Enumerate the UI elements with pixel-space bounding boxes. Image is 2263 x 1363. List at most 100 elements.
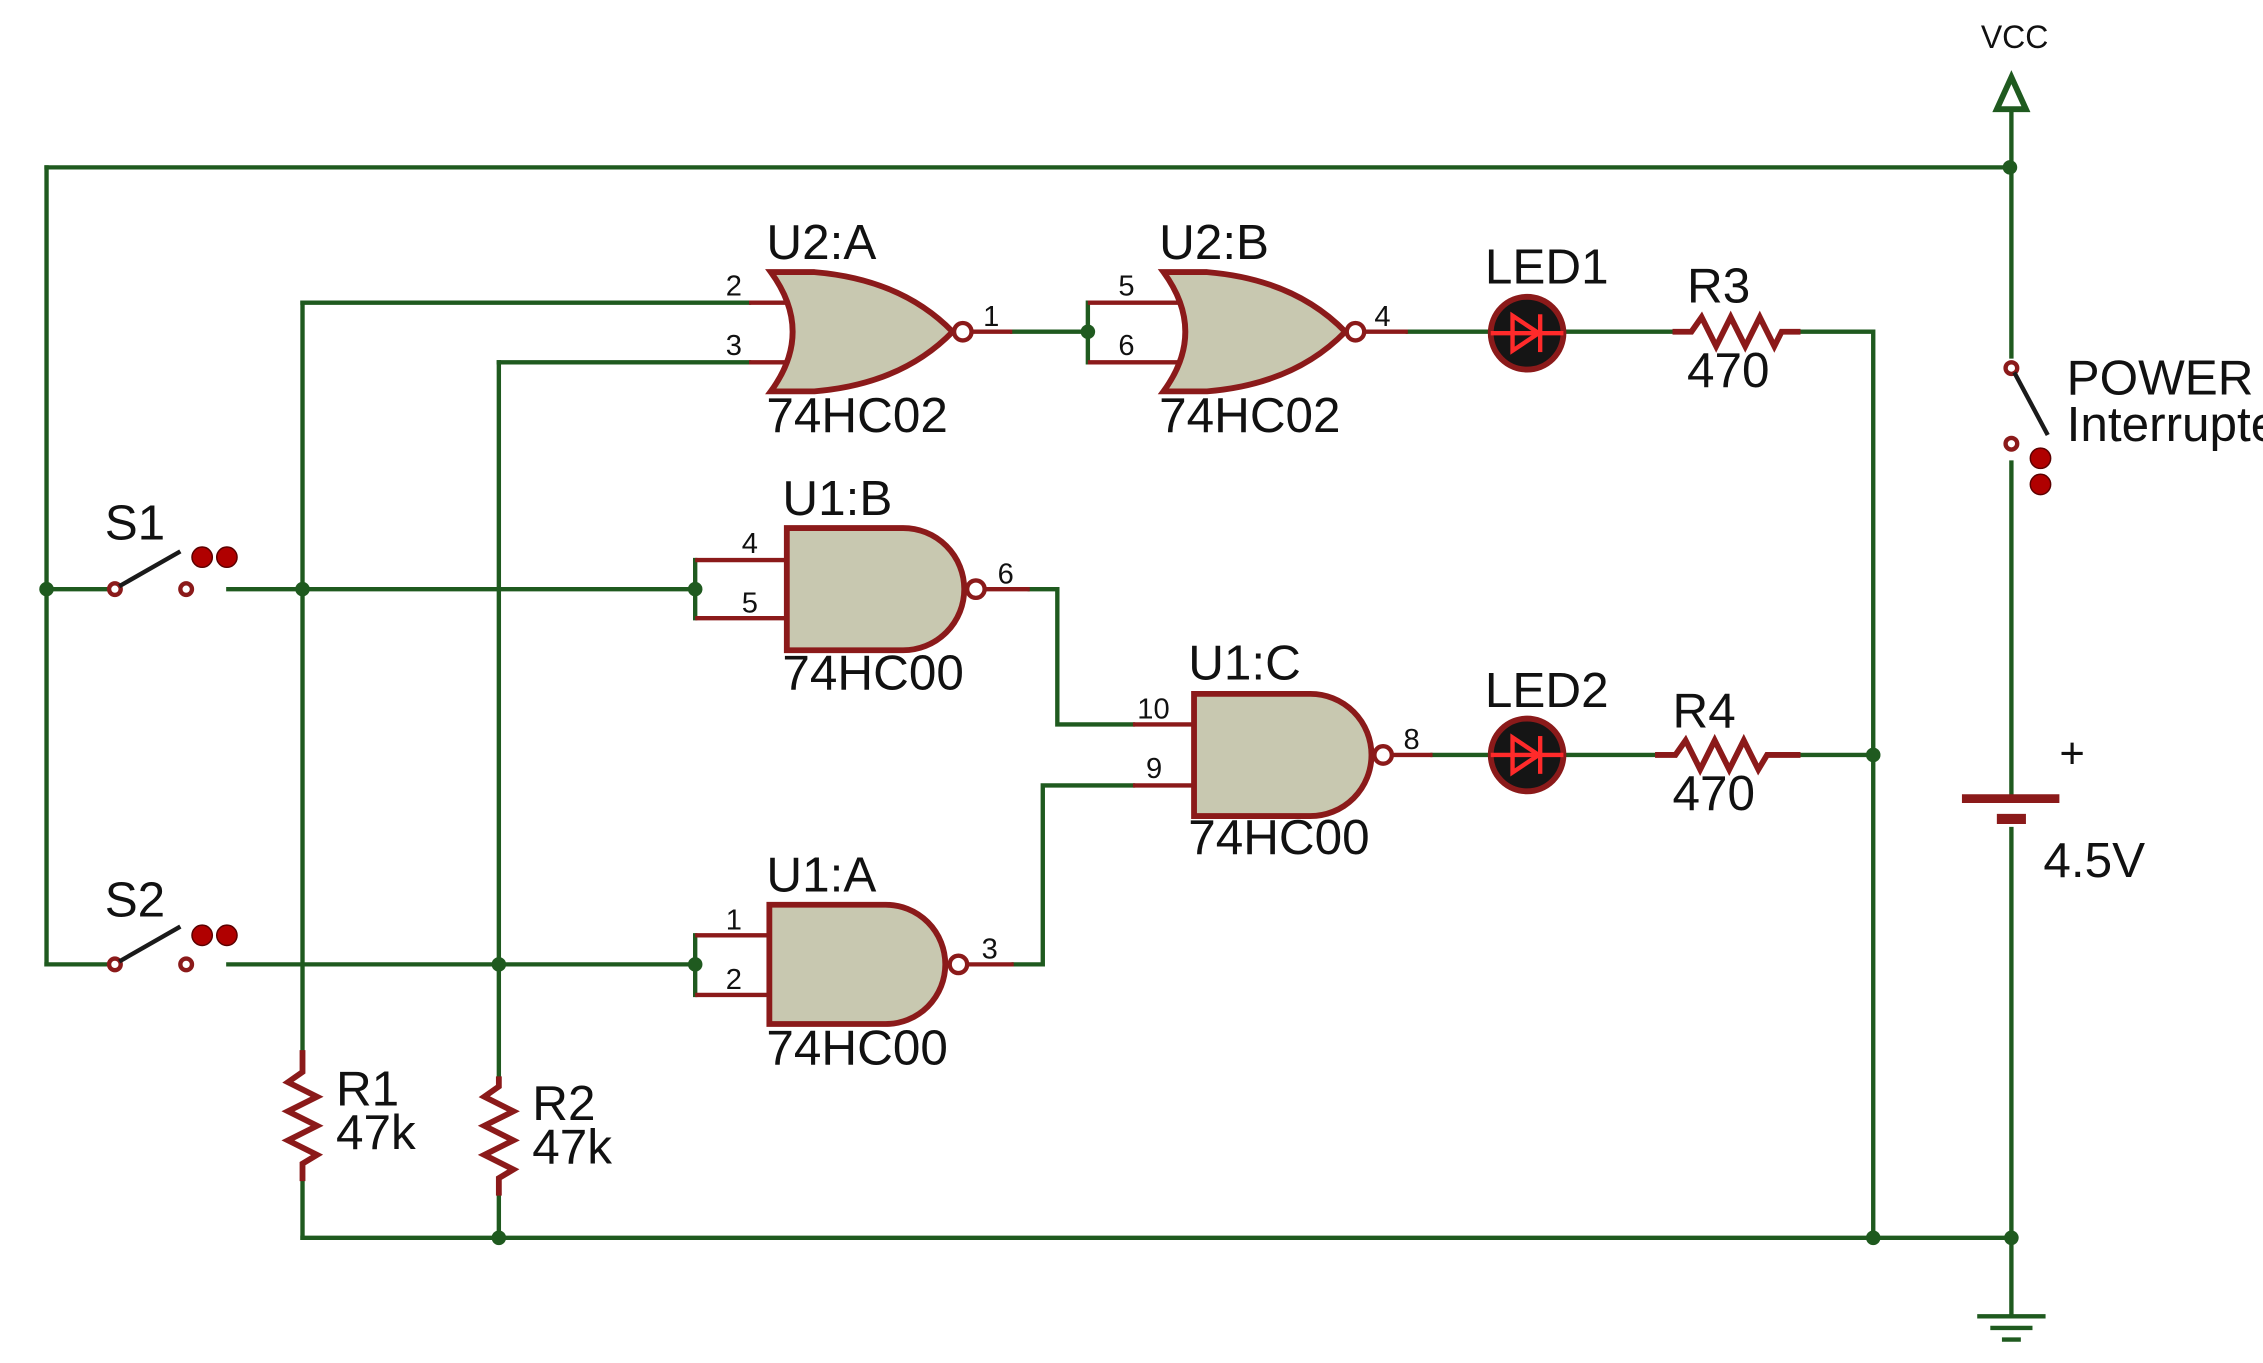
gate-u2b[interactable]: U2:B 74HC02 5 6 4 [1087, 215, 1408, 443]
inverter-bubble [947, 953, 970, 976]
resistor-name: R4 [1673, 683, 1736, 738]
switch-name: S1 [105, 496, 165, 551]
led-name: LED2 [1485, 663, 1609, 718]
gate-part: 74HC02 [1159, 388, 1340, 443]
resistor-name: R1 [336, 1061, 399, 1116]
gate-part: 74HC00 [782, 645, 963, 700]
u1b-to-u1c-wire [1027, 586, 1136, 727]
wires [44, 107, 2014, 1319]
junction-dot [39, 581, 54, 597]
resistor-value: 470 [1687, 343, 1769, 398]
switch-name: POWER [2067, 350, 2254, 405]
switch-blade [118, 549, 182, 589]
switch-open-button-icon[interactable] [191, 924, 214, 947]
junction-dot [491, 1230, 507, 1246]
switch-close-button-icon[interactable] [215, 546, 238, 569]
r3-to-right-wire [1798, 329, 1876, 1240]
pin-number: 3 [982, 934, 998, 966]
resistor-zigzag-icon [477, 1076, 520, 1196]
gate-name: U1:C [1188, 635, 1301, 690]
nand-gate-body [1191, 690, 1375, 819]
resistor-r1[interactable]: R1 47k [281, 1050, 416, 1182]
switch-close-button-icon[interactable] [215, 924, 238, 947]
switch-contact [106, 956, 123, 973]
pin-number: 5 [1118, 270, 1134, 302]
junction-dot [1865, 747, 1881, 763]
junction-dot [1865, 1230, 1881, 1246]
junction-dot [687, 957, 703, 972]
nand-gate-body [783, 525, 968, 654]
vcc-terminal: VCC [1981, 19, 2048, 113]
resistor-r2[interactable]: R2 47k [477, 1076, 612, 1196]
gate-name: U2:A [766, 215, 876, 270]
pin-number: 1 [983, 301, 999, 333]
nand-gate-body [766, 901, 949, 1027]
junctions [39, 160, 2019, 1246]
resistor-zigzag-icon [281, 1050, 324, 1182]
inverter-bubble [1372, 744, 1395, 766]
switch-contact [2003, 360, 2020, 377]
pin-number: 1 [726, 904, 742, 936]
vcc-arrow-icon [1992, 70, 2031, 113]
inverter-bubble [1344, 320, 1367, 343]
resistor-r4[interactable]: R4 470 [1655, 683, 1801, 821]
pin-number: 2 [726, 270, 742, 302]
pin-number: 2 [726, 964, 742, 996]
battery-polarity: + [2059, 730, 2084, 778]
resistor-zigzag-icon [1672, 310, 1801, 353]
resistor-name: R3 [1687, 259, 1750, 314]
switch-open-button-icon[interactable] [191, 546, 214, 569]
switch-contact [178, 956, 195, 973]
resistor-value: 47k [336, 1105, 416, 1160]
switch-blade [118, 924, 182, 964]
diode-arrow-icon [1510, 311, 1543, 355]
pin-number: 6 [998, 558, 1014, 590]
gate-part: 74HC00 [1188, 810, 1369, 865]
junction-dot [687, 581, 703, 597]
gate-part: 74HC00 [766, 1021, 947, 1076]
junction-dot [295, 581, 310, 597]
gate-name: U1:A [766, 848, 876, 903]
switch-s1[interactable]: S1 [105, 496, 238, 598]
led1[interactable]: LED1 [1485, 240, 1609, 373]
junction-dot [491, 957, 507, 972]
nor-gate-body [1157, 269, 1350, 395]
battery[interactable]: + 4.5V [1961, 730, 2145, 888]
switch-close-button-icon[interactable] [2029, 473, 2052, 496]
u1a-to-u1c-wire [1011, 783, 1136, 967]
resistor-value: 47k [532, 1120, 612, 1175]
led2[interactable]: LED2 [1485, 663, 1609, 795]
nor-gate-body [765, 269, 957, 395]
gate-name: U2:B [1159, 215, 1269, 270]
resistor-name: R2 [532, 1076, 595, 1131]
switch-contact [106, 581, 123, 598]
pin-number: 10 [1137, 694, 1169, 726]
switch-contact [178, 581, 195, 598]
gate-u1b[interactable]: U1:B 74HC00 4 5 6 [695, 471, 1030, 701]
gate-u2a[interactable]: U2:A 74HC02 2 3 1 [726, 215, 1013, 443]
pin-number: 4 [1374, 301, 1390, 333]
pin-number: 6 [1118, 330, 1134, 362]
led-name: LED1 [1485, 240, 1609, 295]
diode-arrow-icon [1510, 733, 1543, 777]
pin-number: 3 [726, 330, 742, 362]
switch-open-button-icon[interactable] [2029, 447, 2052, 470]
gate-name: U1:B [782, 471, 892, 526]
gate-u1a[interactable]: U1:A 74HC00 1 2 3 [695, 848, 1014, 1076]
pin-number: 5 [742, 587, 758, 619]
inverter-bubble [951, 320, 974, 343]
resistor-r3[interactable]: R3 470 [1672, 259, 1801, 398]
switch-power[interactable]: POWER Interrupteur [2003, 350, 2263, 496]
switch-blade [2012, 371, 2050, 437]
switch-contact [2003, 435, 2020, 452]
ground-symbol [1977, 1314, 2046, 1342]
inverter-bubble [964, 578, 987, 601]
gate-part: 74HC02 [766, 388, 947, 443]
pin-number: 4 [742, 528, 758, 560]
pin-number: 8 [1403, 724, 1419, 756]
switch-s2[interactable]: S2 [105, 872, 238, 973]
resistor-zigzag-icon [1655, 733, 1801, 776]
gate-u1c[interactable]: U1:C 74HC00 10 9 8 [1132, 635, 1433, 865]
battery-value: 4.5V [2043, 833, 2145, 888]
